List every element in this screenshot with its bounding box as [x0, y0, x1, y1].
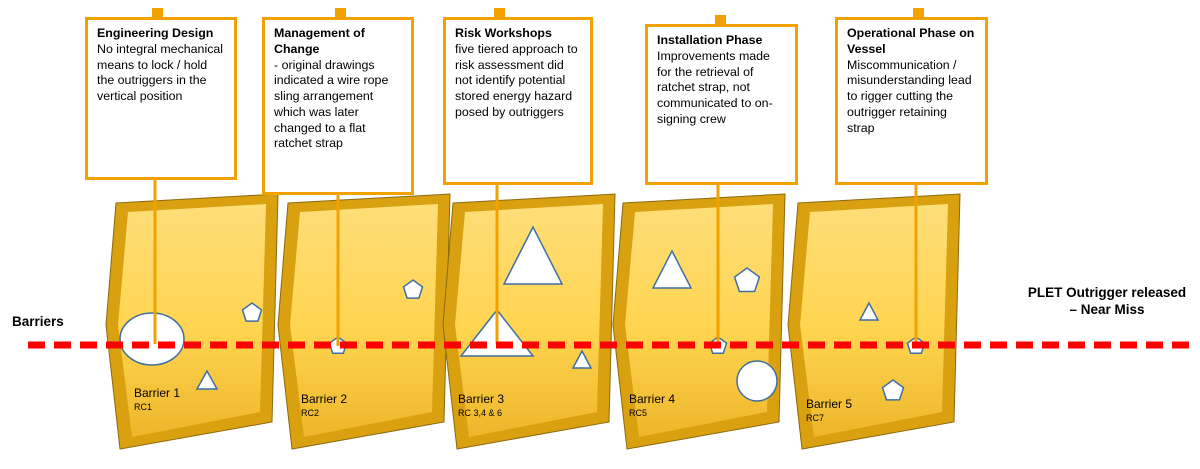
- callout-connectors: [153, 170, 918, 346]
- slice-face: [625, 204, 773, 437]
- barrier-name: Barrier 4: [629, 392, 676, 406]
- barrier-code: RC1: [134, 402, 153, 412]
- callout-title: Risk Workshops: [455, 26, 552, 40]
- hole-triangle: [502, 225, 564, 285]
- callout-title: Management of Change: [274, 26, 365, 56]
- callout-title: Engineering Design: [97, 26, 214, 40]
- callout-title: Operational Phase on Vessel: [847, 26, 975, 56]
- callout-anchor-square: [335, 8, 346, 19]
- callout-body: Improvements made for the retrieval of r…: [657, 48, 773, 126]
- hole-triangle: [571, 349, 593, 369]
- hole-pentagon: [402, 279, 424, 299]
- barrier-name: Barrier 5: [806, 397, 853, 411]
- hole-ellipse: [119, 312, 185, 366]
- barriers-axis-label: Barriers: [12, 314, 64, 329]
- hole-triangle: [651, 249, 693, 289]
- callout-anchor-square: [152, 8, 163, 19]
- callout-anchor-square: [715, 15, 726, 26]
- barrier-label-5: Barrier 5 RC7: [806, 397, 852, 423]
- barrier-slice-4: [612, 193, 786, 450]
- barrier-code: RC5: [629, 408, 648, 418]
- callout-title: Installation Phase: [657, 33, 763, 47]
- barrier-name: Barrier 1: [134, 386, 181, 400]
- barrier-label-1: Barrier 1 RC1: [134, 386, 180, 412]
- hole-pentagon: [733, 267, 761, 293]
- barrier-label-3: Barrier 3 RC 3,4 & 6: [458, 392, 504, 418]
- barrier-slice-1: [105, 193, 279, 450]
- callout-body: five tiered approach to risk assessment …: [455, 41, 578, 119]
- callout-management-of-change: Management of Change - original drawings…: [262, 8, 414, 195]
- callout-risk-workshops: Risk Workshops five tiered approach to r…: [443, 8, 593, 185]
- callout-body: - original drawings indicated a wire rop…: [274, 57, 389, 151]
- barrier-label-2: Barrier 2 RC2: [301, 392, 347, 418]
- barrier-code: RC7: [806, 413, 825, 423]
- callout-installation-phase: Installation Phase Improvements made for…: [645, 15, 798, 185]
- hole-pentagon: [881, 379, 905, 401]
- barrier-label-4: Barrier 4 RC5: [629, 392, 675, 418]
- slice-face: [455, 204, 603, 437]
- hole-pentagon: [241, 302, 263, 322]
- outcome-label: PLET Outrigger released – Near Miss: [1027, 285, 1187, 317]
- callout-anchor-square: [913, 8, 924, 19]
- callout-anchor-square: [494, 8, 505, 19]
- barrier-name: Barrier 2: [301, 392, 348, 406]
- hole-circle: [736, 360, 778, 402]
- barrier-slice-2: [277, 193, 451, 450]
- callout-operational-phase: Operational Phase on Vessel Miscommunica…: [835, 8, 988, 185]
- hole-triangle: [858, 301, 880, 321]
- slice-face: [290, 204, 438, 437]
- barrier-name: Barrier 3: [458, 392, 505, 406]
- callout-body: No integral mechanical means to lock / h…: [97, 41, 224, 103]
- barrier-slice-3: [442, 193, 616, 450]
- callout-engineering-design: Engineering Design No integral mechanica…: [85, 8, 237, 180]
- barrier-code: RC2: [301, 408, 320, 418]
- callout-body: Miscommunication / misunderstanding lead…: [847, 57, 972, 135]
- barrier-code: RC 3,4 & 6: [458, 408, 503, 418]
- hole-triangle: [195, 369, 219, 390]
